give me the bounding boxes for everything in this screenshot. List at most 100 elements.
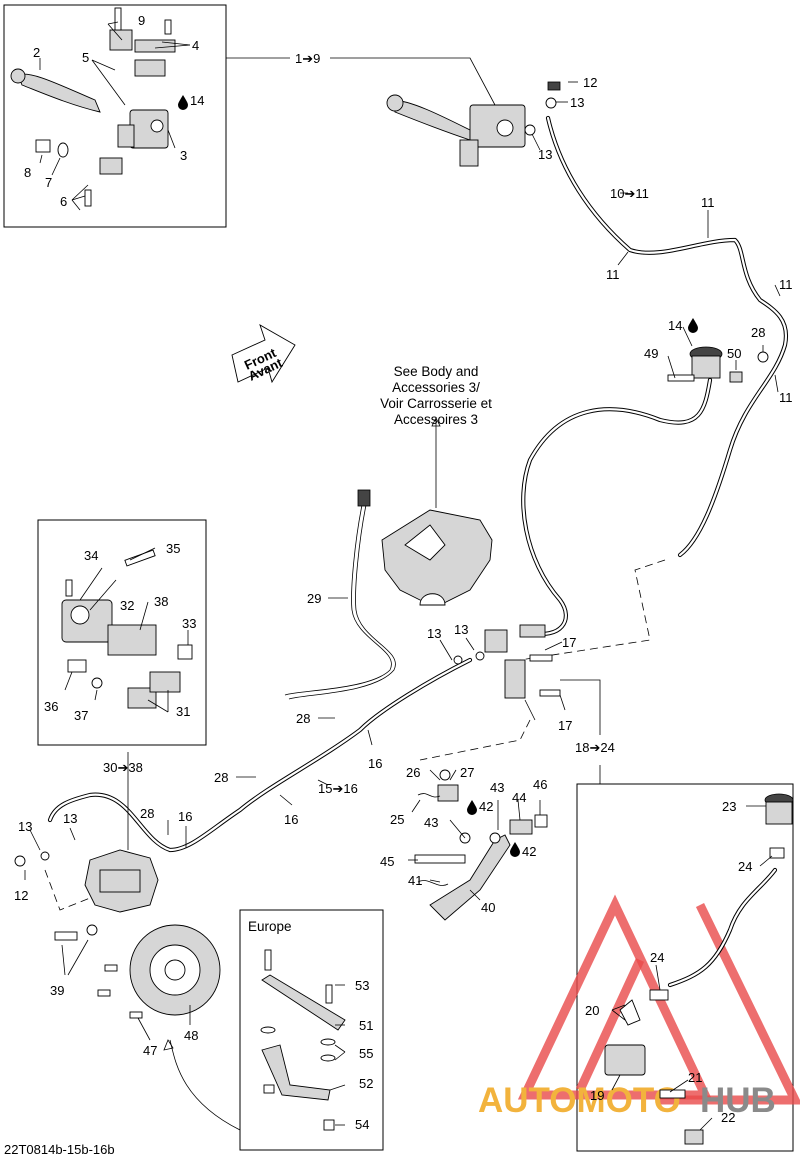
callout-29: 29 (307, 591, 321, 606)
callout-24-b: 24 (650, 950, 664, 965)
callout-43-a: 43 (424, 815, 438, 830)
callout-31: 31 (176, 704, 190, 719)
callout-23: 23 (722, 799, 736, 814)
callout-5: 5 (82, 50, 89, 65)
front-brake-hose (545, 115, 789, 558)
callout-15-16: 15➔16 (318, 781, 358, 796)
inset-caliper-parts (61, 549, 193, 709)
callout-13-c: 13 (427, 626, 441, 641)
caliper-inset-box (37, 519, 207, 746)
callout-18-24: 18➔24 (575, 740, 615, 755)
callout-13-b: 13 (538, 147, 552, 162)
callout-47: 47 (143, 1043, 157, 1058)
callout-35: 35 (166, 541, 180, 556)
callout-34: 34 (84, 548, 98, 563)
drop-icon (467, 800, 477, 815)
callout-28-a: 28 (751, 325, 765, 340)
callout-1-9: 1➔9 (295, 51, 320, 66)
brake-disc (97, 924, 221, 1019)
callout-27: 27 (460, 765, 474, 780)
europe-bracket-parts (260, 949, 346, 1131)
callout-9: 9 (138, 13, 145, 28)
callout-13-d: 13 (454, 622, 468, 637)
callout-51: 51 (359, 1018, 373, 1033)
rear-caliper (14, 849, 159, 941)
callout-48: 48 (184, 1028, 198, 1043)
callout-17-a: 17 (562, 635, 576, 650)
callout-17-b: 17 (558, 718, 572, 733)
drop-icon (510, 842, 520, 857)
callout-6: 6 (60, 194, 67, 209)
rear-master-inset-box (576, 783, 794, 1152)
callout-12-bottom: 12 (14, 888, 28, 903)
callout-46: 46 (533, 777, 547, 792)
callout-14-reservoir: 14 (668, 318, 682, 333)
inset-master-cylinder (10, 7, 176, 207)
callout-38: 38 (154, 594, 168, 609)
callout-12-top: 12 (583, 75, 597, 90)
callout-11-b: 11 (606, 267, 620, 282)
callout-36: 36 (44, 699, 58, 714)
body-bracket (381, 509, 493, 606)
watermark-hub-text: HUB (700, 1081, 776, 1120)
callout-10-11: 10➔11 (610, 186, 649, 201)
callout-22: 22 (721, 1110, 735, 1125)
callout-32: 32 (120, 598, 134, 613)
handlebar-master-cylinder (386, 81, 561, 167)
reservoir-hose (521, 377, 713, 636)
callout-16-b: 16 (284, 812, 298, 827)
callout-labels: 1➔9 2 3 4 5 6 7 8 9 14 12 13 13 10➔11 11… (14, 13, 793, 1132)
callout-45: 45 (380, 854, 394, 869)
callout-11-a: 11 (701, 195, 715, 210)
callout-13-e: 13 (18, 819, 32, 834)
callout-13-f: 13 (63, 811, 77, 826)
callout-41: 41 (408, 873, 422, 888)
callout-4: 4 (192, 38, 199, 53)
callout-52: 52 (359, 1076, 373, 1091)
note-line-4: Accessoires 3 (394, 412, 478, 427)
see-body-note: See Body and Accessories 3/ Voir Carross… (380, 364, 492, 427)
callout-40: 40 (481, 900, 495, 915)
callout-39: 39 (50, 983, 64, 998)
inset-rear-master (604, 793, 794, 1145)
callout-21: 21 (688, 1070, 702, 1085)
callout-8: 8 (24, 165, 31, 180)
callout-2: 2 (33, 45, 40, 60)
callout-16-c: 16 (178, 809, 192, 824)
callout-25: 25 (390, 812, 404, 827)
europe-inset-box (239, 909, 384, 1151)
callout-7: 7 (45, 175, 52, 190)
wire-harness (284, 504, 396, 700)
watermark-auto-text: AUTOMOTO (478, 1081, 681, 1120)
sensor-connector (357, 489, 371, 507)
callout-54: 54 (355, 1117, 369, 1132)
callout-13-a: 13 (570, 95, 584, 110)
callout-55: 55 (359, 1046, 373, 1061)
callout-28-c: 28 (214, 770, 228, 785)
callout-26: 26 (406, 765, 420, 780)
callout-28-d: 28 (140, 806, 154, 821)
callout-43-b: 43 (490, 780, 504, 795)
callout-3: 3 (180, 148, 187, 163)
callout-28-b: 28 (296, 711, 310, 726)
callout-11-d: 11 (779, 390, 793, 405)
callout-30-38: 30➔38 (103, 760, 143, 775)
callout-49: 49 (644, 346, 658, 361)
callout-42-a: 42 (479, 799, 493, 814)
brake-junction (453, 624, 561, 721)
callout-11-c: 11 (779, 277, 793, 292)
callout-19: 19 (590, 1088, 604, 1103)
front-reservoir (667, 346, 769, 383)
figure-code: 22T0814b-15b-16b (4, 1142, 115, 1157)
callout-50: 50 (727, 346, 741, 361)
callout-42-b: 42 (522, 844, 536, 859)
callout-16-a: 16 (368, 756, 382, 771)
callout-53: 53 (355, 978, 369, 993)
europe-title: Europe (248, 919, 292, 934)
callout-33: 33 (182, 616, 196, 631)
note-line-2: Accessories 3/ (392, 380, 480, 395)
callout-24-a: 24 (738, 859, 752, 874)
callout-37: 37 (74, 708, 88, 723)
leader-lines (24, 21, 781, 1131)
